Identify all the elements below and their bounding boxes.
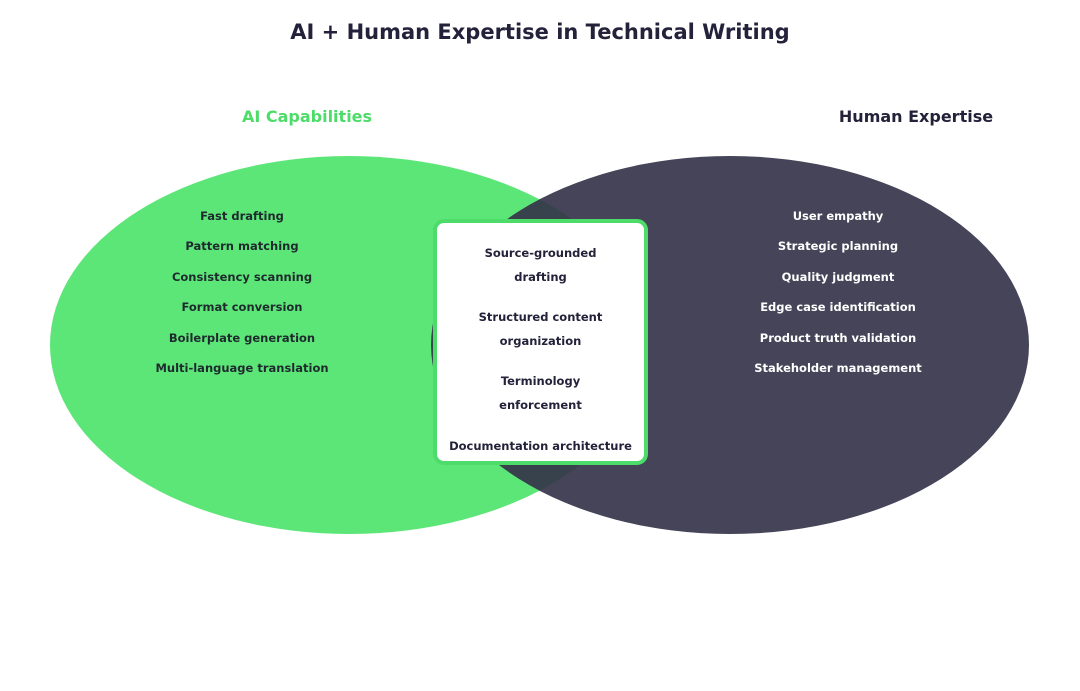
list-item: Quality judgment: [781, 269, 895, 284]
list-item: Pattern matching: [185, 239, 299, 254]
list-item: User empathy: [792, 209, 884, 223]
overlap-item: Structured content organization: [437, 306, 644, 353]
overlap-item-line: Terminology: [500, 374, 581, 388]
overlap-item-line: enforcement: [499, 397, 582, 412]
overlap-box: Source-grounded drafting Structured cont…: [433, 219, 648, 465]
overlap-item-line: drafting: [514, 269, 567, 284]
list-item: Product truth validation: [759, 330, 917, 345]
ai-capabilities-list: Fast drafting Pattern matching Consisten…: [112, 207, 372, 389]
list-item: Edge case identification: [760, 300, 916, 315]
list-item: Consistency scanning: [171, 269, 313, 284]
ai-capabilities-label: AI Capabilities: [241, 107, 373, 126]
overlap-item-line: Documentation architecture: [449, 439, 632, 453]
list-item: Fast drafting: [200, 209, 284, 223]
overlap-item-line: Structured content: [478, 310, 603, 324]
overlap-item-line: Source-grounded: [484, 246, 597, 260]
human-expertise-list: User empathy Strategic planning Quality …: [708, 207, 968, 389]
overlap-item: Source-grounded drafting: [437, 242, 644, 289]
overlap-item: Terminology enforcement: [437, 370, 644, 417]
human-expertise-label: Human Expertise: [838, 107, 994, 126]
list-item: Boilerplate generation: [168, 330, 316, 345]
list-item: Format conversion: [181, 300, 303, 315]
diagram-title: AI + Human Expertise in Technical Writin…: [290, 20, 790, 44]
overlap-item: Documentation architecture: [437, 435, 644, 459]
list-item: Multi-language translation: [155, 360, 329, 375]
list-item: Strategic planning: [777, 239, 899, 254]
overlap-item-line: organization: [499, 333, 582, 348]
list-item: Stakeholder management: [754, 360, 922, 375]
